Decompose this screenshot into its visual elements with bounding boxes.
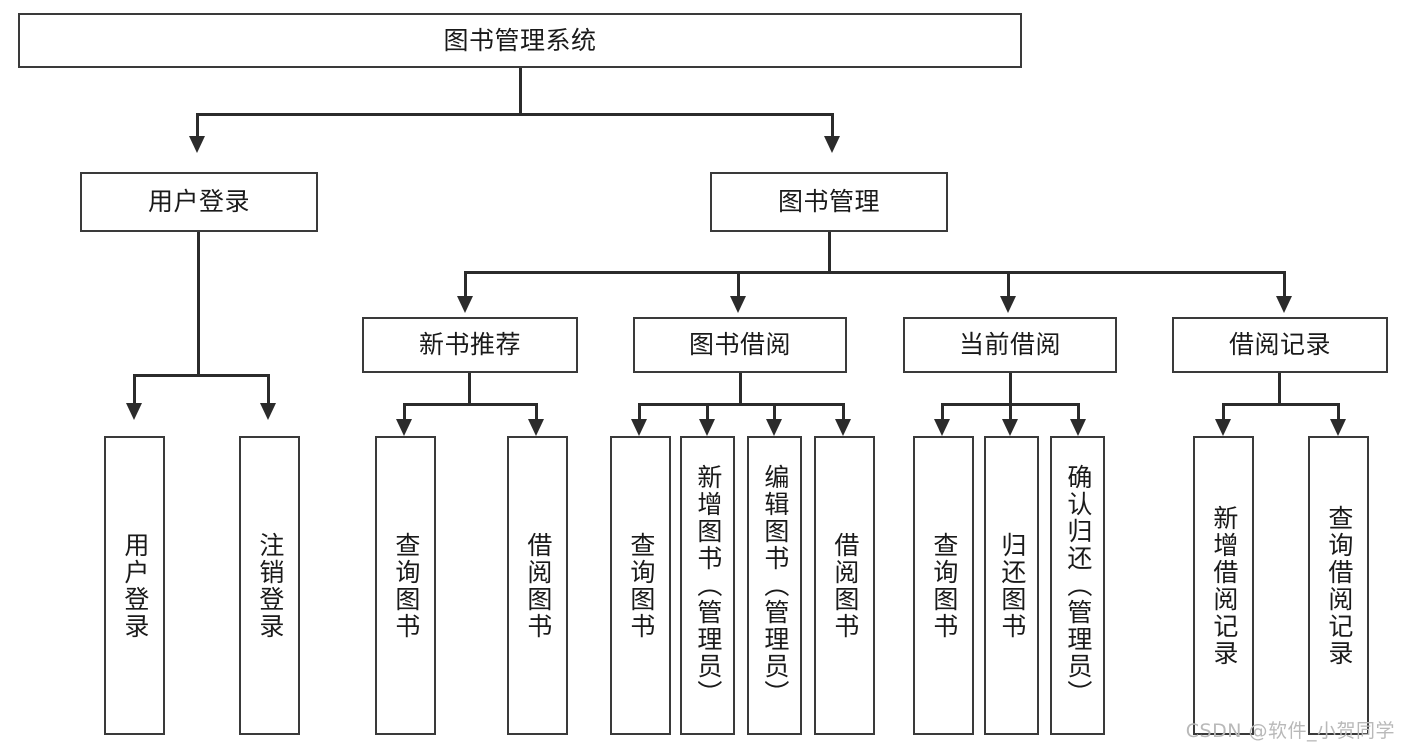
edge-bus-to-leaf-edit-book [773,403,776,423]
arrow-to-leaf-query-book-1 [396,419,412,436]
arrow-to-user-login [189,136,205,153]
leaf-edit-book-admin[interactable]: 编辑图书（管理员） [747,436,802,735]
edge-bus-to-leaf-confirm-return [1077,403,1080,423]
leaf-add-borrow-record[interactable]: 新增借阅记录 [1193,436,1254,735]
edge-current-borrow-down [1009,373,1012,406]
edge-bus-to-leaf-logout [267,374,270,406]
node-label: 查询图书 [391,531,421,640]
leaf-add-book-admin[interactable]: 新增图书（管理员） [680,436,735,735]
arrow-to-leaf-return-book [1002,419,1018,436]
edge-book-management-down [828,232,831,274]
node-label: 查询图书 [929,531,959,640]
edge-bus-to-book-management [831,113,834,139]
csdn-watermark: CSDN @软件_小贺同学 [1185,720,1395,742]
edge-bus-book-borrow-leaves [638,403,845,406]
node-book-borrow[interactable]: 图书借阅 [633,317,847,373]
arrow-to-current-borrow [1000,296,1016,313]
node-label: 图书管理系统 [443,25,597,55]
arrow-to-leaf-borrow-book-2 [835,419,851,436]
arrow-to-new-book-recommend [457,296,473,313]
arrow-to-leaf-user-login [126,403,142,420]
node-label: 注销登录 [255,531,285,640]
edge-bus-to-leaf-query-record [1337,403,1340,423]
edge-bus-to-leaf-add-record [1222,403,1225,423]
leaf-query-book-current[interactable]: 查询图书 [913,436,974,735]
leaf-borrow-book-recommend[interactable]: 借阅图书 [507,436,568,735]
edge-bus-to-current-borrow [1007,271,1010,299]
arrow-to-book-management [824,136,840,153]
leaf-query-book-borrow[interactable]: 查询图书 [610,436,671,735]
edge-bus-to-user-login [196,113,199,139]
arrow-to-leaf-query-book-2 [631,419,647,436]
arrow-to-leaf-add-book [699,419,715,436]
edge-user-login-down [197,232,200,376]
arrow-to-book-borrow [730,296,746,313]
edge-bus-to-book-borrow [737,271,740,299]
node-label: 新增图书（管理员） [693,464,723,707]
edge-new-book-recommend-down [468,373,471,406]
edge-borrow-record-down [1278,373,1281,406]
node-label: 新增借阅记录 [1209,504,1239,667]
edge-bus-new-book-recommend-leaves [403,403,538,406]
node-label: 用户登录 [147,187,250,217]
edge-bus-to-leaf-query-book-1 [403,403,406,423]
edge-bus-to-leaf-query-book-2 [638,403,641,423]
node-new-book-recommend[interactable]: 新书推荐 [362,317,578,373]
edge-bus-borrow-record-leaves [1222,403,1340,406]
leaf-confirm-return-admin[interactable]: 确认归还（管理员） [1050,436,1105,735]
node-label: 归还图书 [997,531,1027,640]
arrow-to-borrow-record [1276,296,1292,313]
arrow-to-leaf-query-book-3 [934,419,950,436]
leaf-borrow-book-borrow[interactable]: 借阅图书 [814,436,875,735]
edge-bus-to-leaf-add-book [706,403,709,423]
edge-bus-to-new-book-recommend [464,271,467,299]
node-label: 图书借阅 [688,330,791,360]
edge-bus-to-leaf-return-book [1009,403,1012,423]
node-book-management[interactable]: 图书管理 [710,172,948,232]
leaf-return-book[interactable]: 归还图书 [984,436,1039,735]
node-label: 编辑图书（管理员） [760,464,790,707]
edge-bus-to-borrow-record [1283,271,1286,299]
arrow-to-leaf-add-record [1215,419,1231,436]
edge-bus-user-login-leaves [133,374,270,377]
node-label: 借阅图书 [523,531,553,640]
node-label: 借阅图书 [830,531,860,640]
arrow-to-leaf-confirm-return [1070,419,1086,436]
edge-bus-to-leaf-query-book-3 [941,403,944,423]
node-user-login[interactable]: 用户登录 [80,172,318,232]
node-label: 当前借阅 [958,330,1061,360]
node-label: 查询借阅记录 [1324,504,1354,667]
edge-book-borrow-down [739,373,742,406]
node-label: 用户登录 [120,531,150,640]
edge-bus-to-leaf-borrow-book-2 [842,403,845,423]
node-label: 借阅记录 [1228,330,1331,360]
edge-bus-to-leaf-user-login [133,374,136,406]
leaf-query-book-recommend[interactable]: 查询图书 [375,436,436,735]
arrow-to-leaf-logout [260,403,276,420]
edge-root-down [519,68,522,115]
node-borrow-record[interactable]: 借阅记录 [1172,317,1388,373]
node-label: 确认归还（管理员） [1063,464,1093,707]
node-current-borrow[interactable]: 当前借阅 [903,317,1117,373]
leaf-user-login[interactable]: 用户登录 [104,436,165,735]
node-root-book-management-system[interactable]: 图书管理系统 [18,13,1022,68]
edge-bus-level2 [196,113,834,116]
node-label: 查询图书 [626,531,656,640]
node-label: 新书推荐 [418,330,521,360]
node-label: 图书管理 [777,187,880,217]
arrow-to-leaf-borrow-book-1 [528,419,544,436]
arrow-to-leaf-edit-book [766,419,782,436]
leaf-query-borrow-record[interactable]: 查询借阅记录 [1308,436,1369,735]
edge-bus-to-leaf-borrow-book-1 [535,403,538,423]
leaf-logout[interactable]: 注销登录 [239,436,300,735]
edge-bus-level3 [464,271,1286,274]
arrow-to-leaf-query-record [1330,419,1346,436]
